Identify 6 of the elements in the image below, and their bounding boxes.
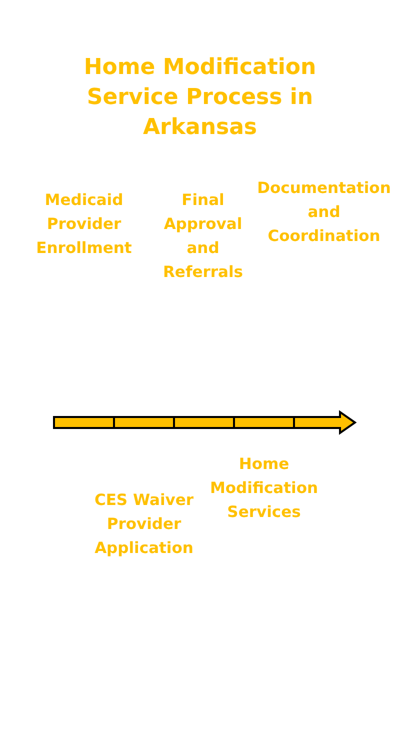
diagram-title: Home Modification Service Process in Arkansas (82, 54, 318, 142)
timeline-label: Home Modification Services (208, 454, 320, 523)
timeline-label: Documentation and Coordination (256, 178, 392, 247)
timeline-label: Medicaid Provider Enrollment (35, 190, 133, 259)
timeline-label: Final Approval and Referrals (162, 190, 244, 283)
timeline-label: CES Waiver Provider Application (93, 490, 195, 559)
